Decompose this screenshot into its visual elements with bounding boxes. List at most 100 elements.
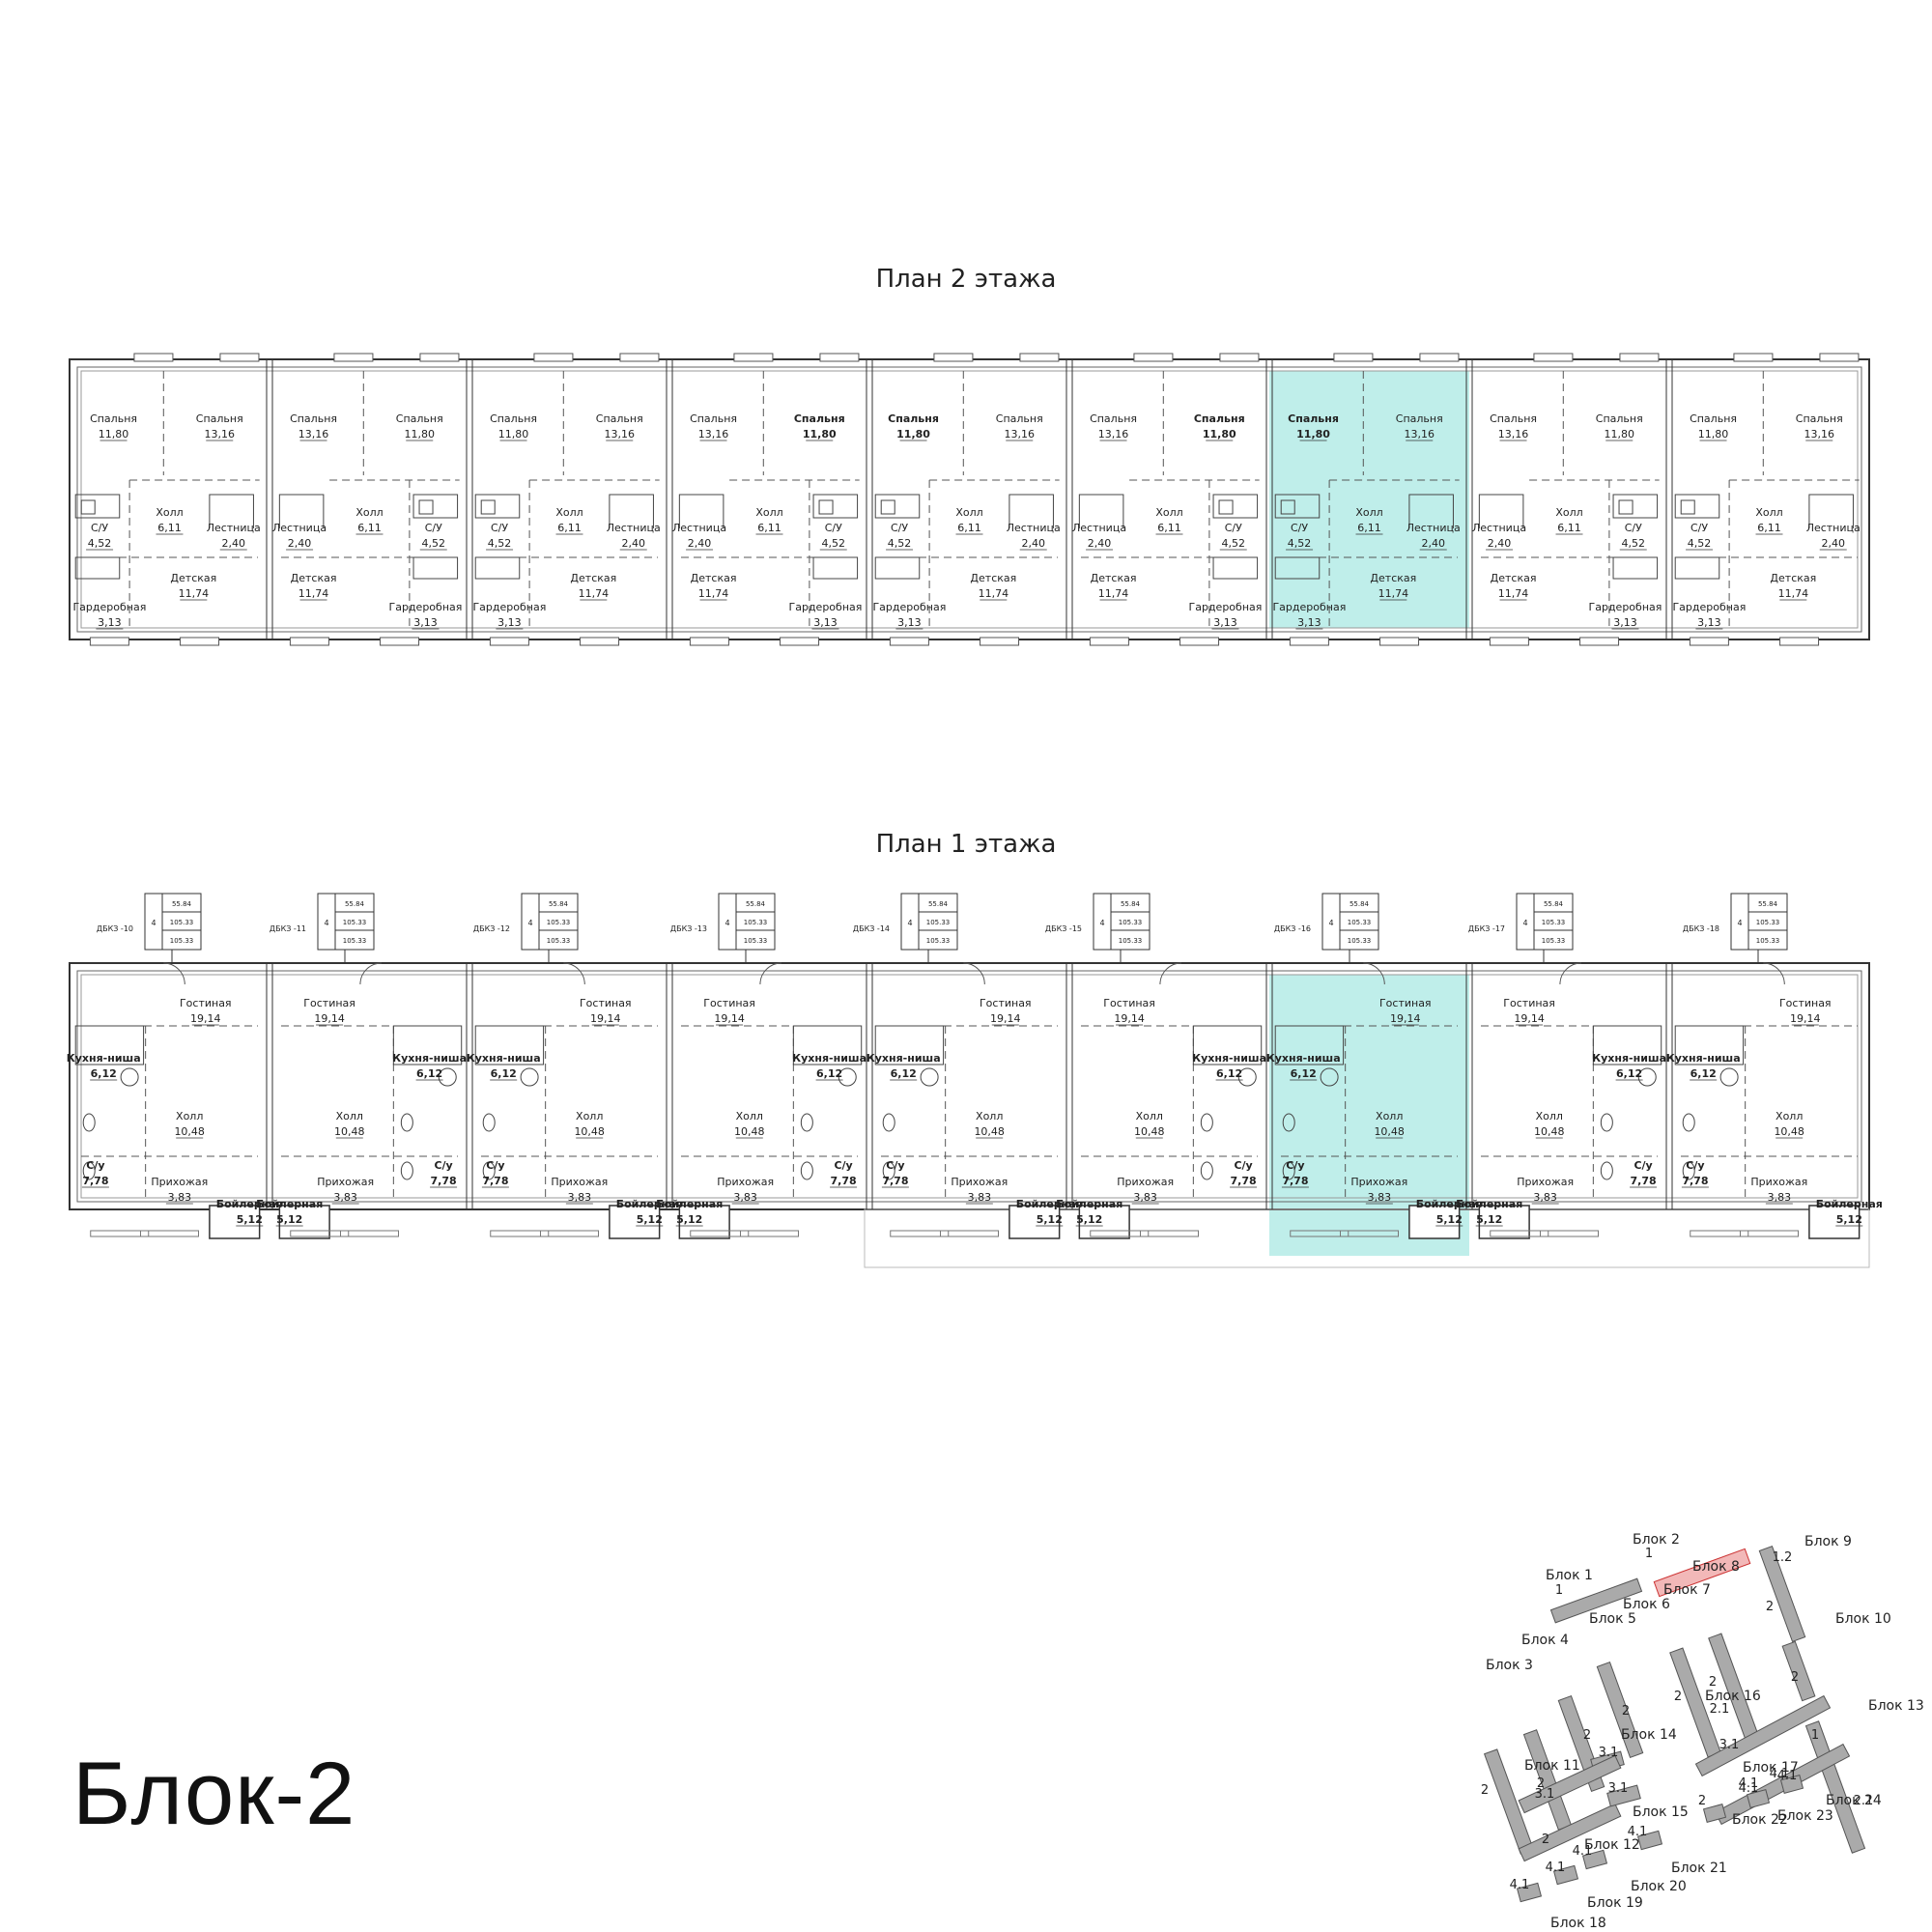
room-area-kids: 11,74 xyxy=(298,587,329,600)
room-name-kitchen: Кухня-ниша xyxy=(467,1052,541,1065)
unit-tag-rooms: 4 xyxy=(324,919,328,927)
room-area-kitchen: 6,12 xyxy=(1216,1067,1242,1080)
room-area-kitchen: 6,12 xyxy=(416,1067,442,1080)
room-name-su: С/У xyxy=(1291,522,1308,534)
room-name-su: С/У xyxy=(425,522,442,534)
room-area-wardrobe: 3,13 xyxy=(497,616,522,629)
room-name-stair: Лестница xyxy=(672,522,726,534)
unit-tag-value: 105.33 xyxy=(1119,937,1143,945)
room-name-wardrobe: Гардеробная xyxy=(789,601,863,613)
room-name-wardrobe: Гардеробная xyxy=(472,601,546,613)
site-building-label: 4.1 xyxy=(1510,1878,1530,1892)
room-name-living: Гостиная xyxy=(1379,997,1432,1009)
room-area-kitchen: 6,12 xyxy=(1291,1067,1317,1080)
floor2-unit: Спальня13,16Спальня11,80Лестница2,40Холл… xyxy=(266,353,462,646)
unit-tag-rooms: 4 xyxy=(527,919,532,927)
room-name-wardrobe: Гардеробная xyxy=(872,601,946,613)
room-name-kitchen: Кухня-ниша xyxy=(67,1052,141,1065)
site-building-label: 3.1 xyxy=(1535,1787,1555,1802)
room-area-kitchen: 6,12 xyxy=(816,1067,842,1080)
room-area-su: 4,52 xyxy=(888,537,912,550)
site-building-label: 2.1 xyxy=(1710,1702,1730,1717)
site-block-label: Блок 4 xyxy=(1521,1633,1569,1648)
room-name-bed_left: Спальня xyxy=(1490,412,1537,425)
room-area-hall: 10,48 xyxy=(1774,1125,1804,1138)
unit-tag xyxy=(1516,893,1574,951)
room-area-entry: 3,83 xyxy=(1368,1191,1392,1204)
room-area-wardrobe: 3,13 xyxy=(1213,616,1237,629)
site-building xyxy=(1781,1640,1816,1702)
unit-tag-value: 55.84 xyxy=(549,900,569,908)
room-name-hall: Холл xyxy=(976,1110,1003,1122)
room-name-wardrobe: Гардеробная xyxy=(72,601,146,613)
room-name-bed_right: Спальня xyxy=(396,412,443,425)
unit-tag-rooms: 4 xyxy=(151,919,156,927)
site-block-label: Блок 16 xyxy=(1705,1689,1761,1704)
unit-tag-value: 55.84 xyxy=(1758,900,1778,908)
unit-code: ДБКЗ -14 xyxy=(853,924,890,933)
unit-tag xyxy=(521,893,579,951)
site-block-label: Блок 24 xyxy=(1826,1793,1882,1808)
unit-tag xyxy=(1093,893,1151,951)
room-area-kitchen: 6,12 xyxy=(491,1067,517,1080)
room-area-hall: 10,48 xyxy=(974,1125,1005,1138)
room-area-boiler: 5,12 xyxy=(276,1213,302,1226)
room-name-kids: Детская xyxy=(170,572,216,584)
room-area-bed_right: 13,16 xyxy=(1405,428,1435,440)
room-name-su: С/У xyxy=(891,522,908,534)
room-area-hall: 6,11 xyxy=(1357,522,1381,534)
floor2-unit: Спальня13,16Спальня11,80Лестница2,40Холл… xyxy=(1465,353,1662,646)
room-name-stair: Лестница xyxy=(272,522,327,534)
room-area-entry: 3,83 xyxy=(733,1191,757,1204)
site-building xyxy=(1596,1661,1644,1759)
site-building-label: 3.1 xyxy=(1608,1781,1629,1796)
site-block-label: Блок 18 xyxy=(1550,1916,1606,1931)
site-building xyxy=(1518,1803,1622,1862)
room-name-bed_left: Спальня xyxy=(1090,412,1137,425)
room-area-stair: 2,40 xyxy=(688,537,712,550)
room-area-su: 7,78 xyxy=(82,1175,108,1187)
room-name-hall: Холл xyxy=(576,1110,603,1122)
floor1-plan: ДБКЗ -10455.84105.33105.33Гостиная19,14К… xyxy=(67,893,1883,1268)
room-area-bed_left: 13,16 xyxy=(298,428,329,440)
floor1-unit: ДБКЗ -15455.84105.33105.33Гостиная19,14К… xyxy=(1045,893,1266,1239)
site-building xyxy=(1518,1754,1622,1814)
site-building-label: 2 xyxy=(1481,1783,1489,1798)
room-area-su: 7,78 xyxy=(482,1175,508,1187)
room-name-kids: Детская xyxy=(970,572,1016,584)
room-area-hall: 10,48 xyxy=(1374,1125,1405,1138)
room-area-stair: 2,40 xyxy=(1821,537,1845,550)
unit-tag-value: 105.33 xyxy=(1348,919,1372,926)
unit-tag-value: 105.33 xyxy=(343,937,367,945)
room-name-su: С/у xyxy=(1686,1159,1704,1172)
room-area-kids: 11,74 xyxy=(979,587,1009,600)
room-area-kitchen: 6,12 xyxy=(1616,1067,1642,1080)
floor1-unit: ДБКЗ -13455.84105.33105.33Гостиная19,14К… xyxy=(656,893,867,1239)
room-area-su: 7,78 xyxy=(1631,1175,1657,1187)
room-name-stair: Лестница xyxy=(607,522,661,534)
site-block-label: Блок 17 xyxy=(1743,1760,1799,1776)
room-area-kids: 11,74 xyxy=(1098,587,1129,600)
site-building-label: 2 xyxy=(1766,1600,1774,1614)
site-building-label: 2 xyxy=(1674,1690,1682,1704)
room-name-entry: Прихожая xyxy=(1350,1176,1407,1188)
site-building-label: 4.1 xyxy=(1628,1825,1648,1839)
room-area-wardrobe: 3,13 xyxy=(813,616,838,629)
room-name-wardrobe: Гардеробная xyxy=(1189,601,1263,613)
room-name-stair: Лестница xyxy=(1072,522,1126,534)
room-name-bed_right: Спальня xyxy=(1796,412,1843,425)
room-area-su: 4,52 xyxy=(488,537,512,550)
room-area-wardrobe: 3,13 xyxy=(1297,616,1321,629)
unit-code: ДБКЗ -10 xyxy=(97,924,133,933)
room-name-kids: Детская xyxy=(1770,572,1816,584)
unit-code: ДБКЗ -13 xyxy=(670,924,707,933)
room-name-su: С/у xyxy=(886,1159,904,1172)
room-area-bed_left: 11,80 xyxy=(498,428,529,440)
floor1-unit: ДБКЗ -14455.84105.33105.33Гостиная19,14К… xyxy=(853,893,1083,1239)
room-name-living: Гостиная xyxy=(1779,997,1832,1009)
room-name-kitchen: Кухня-ниша xyxy=(1266,1052,1341,1065)
floor1-title: План 1 этажа xyxy=(876,830,1057,859)
room-name-living: Гостиная xyxy=(980,997,1032,1009)
room-name-su: С/У xyxy=(1625,522,1642,534)
